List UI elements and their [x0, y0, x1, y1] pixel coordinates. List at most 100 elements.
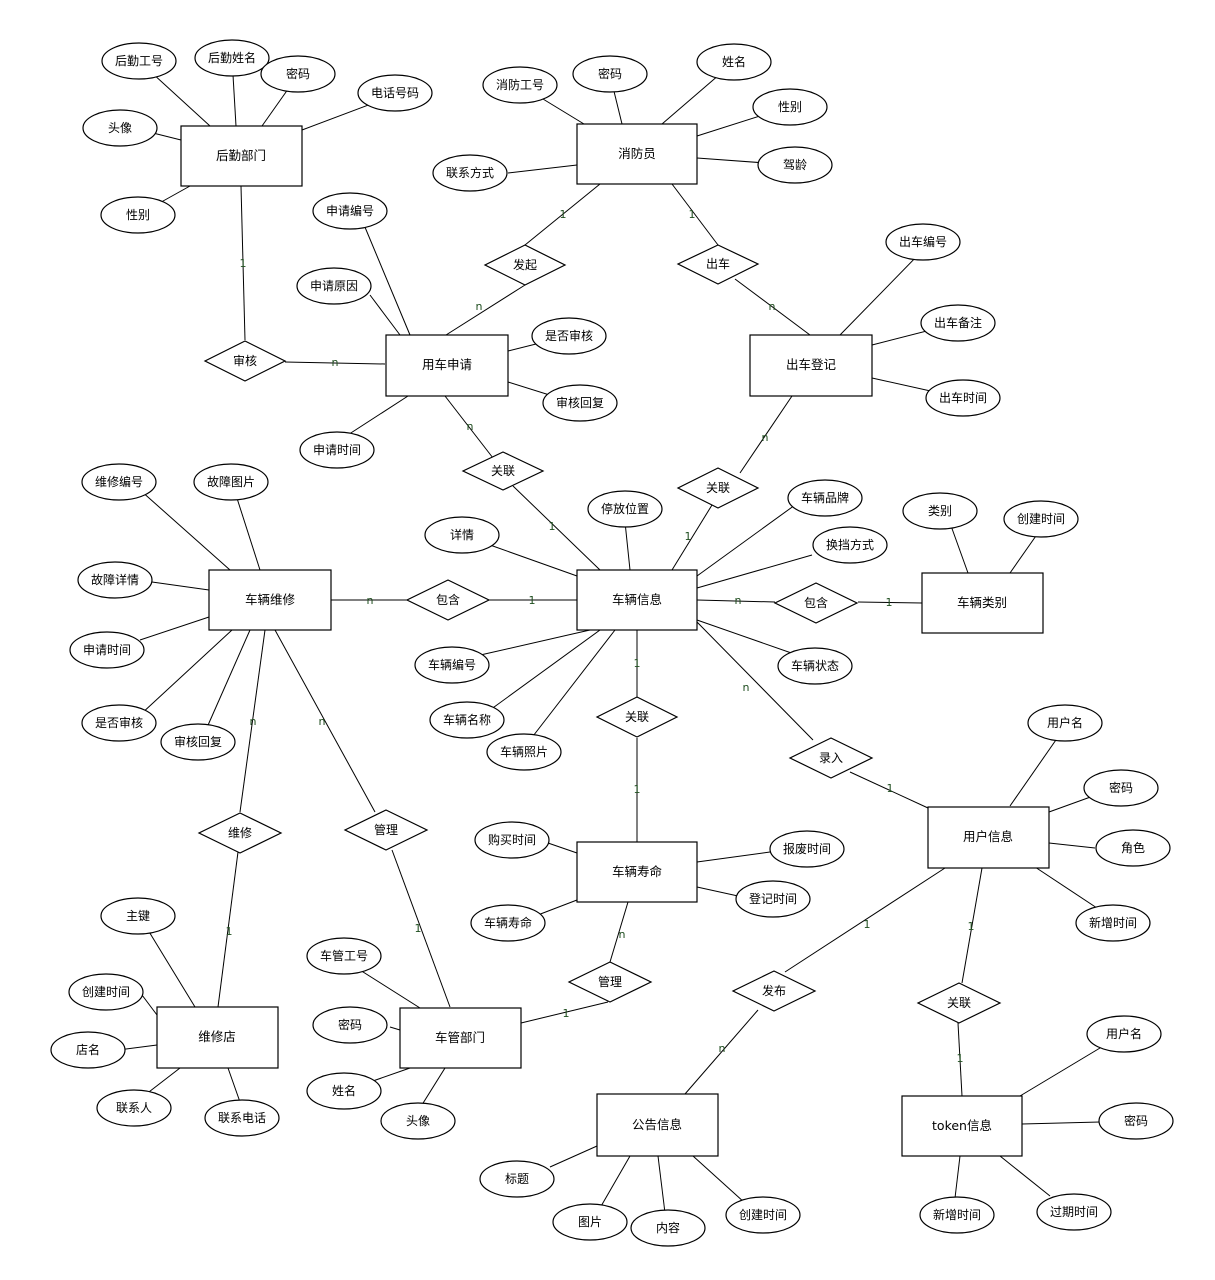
svg-text:申请原因: 申请原因	[310, 279, 358, 293]
svg-text:审核回复: 审核回复	[174, 734, 222, 749]
attr-hq-touxiang: 头像	[82, 109, 158, 147]
svg-text:维修店: 维修店	[198, 1029, 236, 1044]
svg-text:标题: 标题	[505, 1172, 529, 1186]
svg-text:车辆名称: 车辆名称	[443, 712, 491, 727]
attr-hq-mima: 密码	[260, 55, 336, 93]
card-glb-cl: 1	[685, 530, 692, 543]
svg-text:故障详情: 故障详情	[91, 572, 139, 587]
svg-text:车管工号: 车管工号	[320, 948, 368, 963]
svg-text:车管部门: 车管部门	[435, 1030, 485, 1045]
rel-guanlian-d: 关联	[916, 982, 1002, 1024]
svg-text:关联: 关联	[625, 710, 649, 724]
svg-text:姓名: 姓名	[722, 54, 746, 69]
attr-cg-touxiang: 头像	[380, 1102, 456, 1140]
attr-wx-shenhe: 是否审核	[81, 704, 157, 742]
card-bha-wx: n	[367, 594, 374, 607]
svg-text:关联: 关联	[491, 464, 515, 478]
svg-text:用户信息: 用户信息	[963, 829, 1013, 844]
attr-lb-leibie: 类别	[902, 492, 978, 530]
card-weixiu-wxd: 1	[226, 925, 233, 938]
svg-text:关联: 关联	[706, 481, 730, 495]
attr-sq-shijian: 申请时间	[299, 431, 375, 469]
svg-text:维修编号: 维修编号	[95, 474, 143, 489]
attr-sq-yuanyin: 申请原因	[296, 267, 372, 305]
rel-shenhe: 审核	[203, 340, 287, 382]
card-shenhe-sq: n	[332, 356, 339, 369]
svg-text:车辆状态: 车辆状态	[791, 658, 839, 673]
attr-yh-yonghuming: 用户名	[1027, 704, 1103, 742]
cardinalities: 1 n 1 n 1 n n 1 n 1 n 1 n 1 1 1 n 1 n 1 …	[226, 208, 975, 1065]
svg-text:密码: 密码	[598, 66, 622, 81]
rel-baohan-a: 包含	[405, 579, 491, 621]
svg-text:创建时间: 创建时间	[1017, 512, 1065, 526]
card-gld-yh: 1	[968, 920, 975, 933]
svg-text:车辆维修: 车辆维修	[245, 592, 296, 607]
attr-cl-weizhi: 停放位置	[587, 490, 663, 528]
svg-text:管理: 管理	[598, 974, 622, 989]
attr-xf-gonghao: 消防工号	[482, 66, 558, 104]
attr-xf-lianxi: 联系方式	[432, 154, 508, 192]
attr-cc-beizhu: 出车备注	[920, 304, 996, 342]
svg-text:密码: 密码	[1109, 780, 1133, 795]
attr-tk-mima: 密码	[1098, 1102, 1174, 1140]
card-bha-cl: 1	[529, 594, 536, 607]
svg-text:关联: 关联	[947, 996, 971, 1010]
svg-text:过期时间: 过期时间	[1050, 1205, 1098, 1219]
attr-cl-pinpai: 车辆品牌	[787, 479, 863, 517]
attr-xf-mima: 密码	[572, 55, 648, 93]
svg-text:维修: 维修	[228, 825, 252, 840]
svg-text:token信息: token信息	[932, 1118, 992, 1133]
svg-text:联系方式: 联系方式	[446, 165, 494, 180]
card-glc-cl: 1	[634, 657, 641, 670]
attr-cl-bianhao: 车辆编号	[414, 646, 490, 684]
svg-text:是否审核: 是否审核	[545, 328, 593, 343]
svg-text:头像: 头像	[406, 1114, 430, 1128]
svg-text:出车编号: 出车编号	[899, 234, 947, 249]
attr-gg-chuangjian: 创建时间	[725, 1196, 801, 1234]
svg-text:车辆寿命: 车辆寿命	[484, 915, 532, 930]
card-gld-tk: 1	[957, 1052, 964, 1065]
svg-text:录入: 录入	[819, 751, 843, 765]
svg-text:消防员: 消防员	[618, 146, 656, 161]
attr-wxd-dianhua: 联系电话	[204, 1099, 280, 1137]
attr-cg-mima: 密码	[312, 1006, 388, 1044]
attr-wxd-zhujian: 主键	[100, 897, 176, 935]
card-glc-sm: 1	[634, 783, 641, 796]
attr-hq-gonghao: 后勤工号	[101, 42, 177, 80]
svg-text:头像: 头像	[108, 121, 132, 135]
attr-sm-baofei: 报废时间	[769, 830, 845, 868]
attr-wx-bianhao: 维修编号	[81, 463, 157, 501]
svg-text:密码: 密码	[286, 66, 310, 81]
entity-chuche: 出车登记	[749, 334, 873, 397]
svg-text:性别: 性别	[126, 208, 150, 222]
svg-text:联系电话: 联系电话	[218, 1111, 266, 1125]
svg-text:申请时间: 申请时间	[313, 443, 361, 457]
attr-cc-shijian: 出车时间	[925, 379, 1001, 417]
svg-text:用车申请: 用车申请	[422, 357, 472, 372]
card-shenhe-hq: 1	[240, 257, 247, 270]
attr-sq-shenhe: 是否审核	[531, 317, 607, 355]
svg-text:创建时间: 创建时间	[82, 985, 130, 999]
svg-text:包含: 包含	[436, 592, 460, 607]
rel-weixiu: 维修	[197, 812, 283, 854]
attr-yh-xinzeng: 新增时间	[1075, 904, 1151, 942]
connector-lines	[117, 57, 1106, 1214]
svg-text:联系人: 联系人	[116, 1101, 152, 1115]
attr-tk-guoqi: 过期时间	[1036, 1193, 1112, 1231]
svg-text:审核回复: 审核回复	[556, 395, 604, 410]
svg-text:管理: 管理	[374, 822, 398, 837]
card-glb2-cg: 1	[563, 1007, 570, 1020]
card-fabu-yh: 1	[864, 918, 871, 931]
card-weixiu-wx: n	[250, 715, 257, 728]
svg-text:内容: 内容	[656, 1220, 680, 1235]
card-luru-cl: n	[743, 681, 750, 694]
svg-text:新增时间: 新增时间	[933, 1207, 981, 1222]
svg-text:是否审核: 是否审核	[95, 715, 143, 730]
card-glb-cc: n	[762, 431, 769, 444]
rel-luru: 录入	[788, 737, 874, 779]
svg-text:店名: 店名	[76, 1042, 100, 1057]
attr-cl-zhuangtai: 车辆状态	[777, 647, 853, 685]
rel-faqi: 发起	[483, 244, 567, 286]
entity-shouming: 车辆寿命	[576, 841, 698, 903]
entity-cheguan: 车管部门	[399, 1007, 522, 1069]
